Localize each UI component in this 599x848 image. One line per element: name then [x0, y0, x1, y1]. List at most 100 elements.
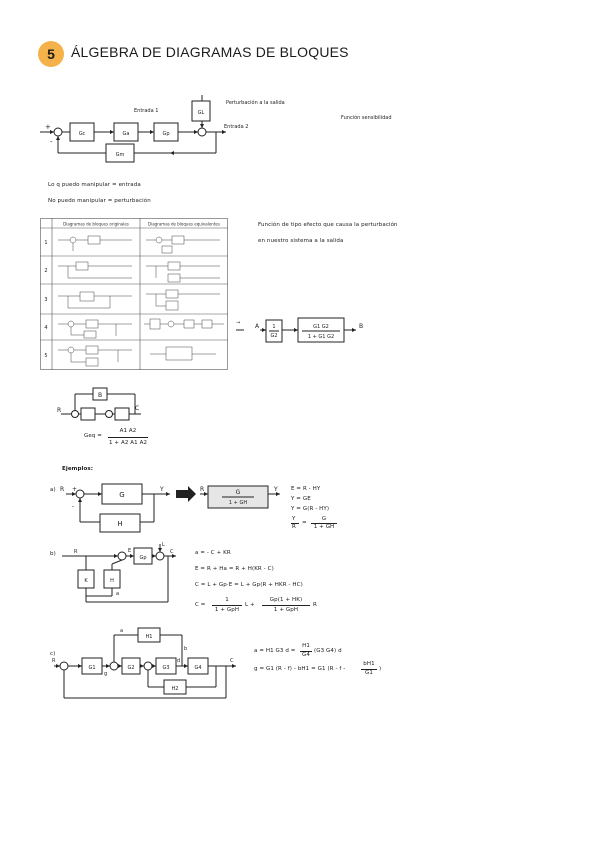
ex-b-eq4-f1-bar — [212, 605, 242, 606]
ex-b-eq4-lhs: C = — [195, 602, 206, 608]
block-gl: GL — [198, 110, 205, 116]
ex-a-block-h: H — [117, 520, 122, 528]
ex-c-eq1-num: H1 — [302, 643, 310, 649]
ex-a-eq4-rhs-num: G — [321, 516, 327, 522]
ex-a-plus: + — [72, 486, 77, 493]
table-row-4: 4 — [44, 325, 47, 331]
equivalent-block-diagram: → A 1 G2 G1 G2 1 + G1 G2 B — [236, 317, 363, 343]
ex-b-eq1: a = - C + KR — [195, 550, 231, 556]
table-row-2: 2 — [44, 268, 47, 274]
loop-example-diagram: R C B — [57, 387, 141, 421]
ex-c-block-g3: G3 — [162, 665, 169, 671]
block-gc: Gc — [79, 131, 86, 137]
ex-a-eq4-bar-lhs — [291, 523, 299, 524]
geq-denominator: 1 + A2 A1 A2 — [108, 440, 148, 446]
example-b-label: b) — [50, 551, 56, 557]
loop-input-label: R — [57, 407, 61, 414]
geq-numerator: A1 A2 — [119, 428, 137, 434]
ex-c-eq2-den: G1 — [365, 670, 373, 676]
signal-a-label: A — [255, 323, 260, 330]
section-number-badge: 5 — [38, 41, 64, 67]
ex-c-eq1-bar — [300, 651, 312, 652]
ex-a-minus: - — [72, 503, 74, 510]
ex-c-b: b — [184, 646, 187, 652]
feedback-minus-sign: - — [50, 138, 53, 146]
note-funcion-tipo: Función de tipo efecto que causa la pert… — [258, 222, 398, 228]
ex-a-block-g: G — [119, 491, 124, 499]
ex-a-input: R — [60, 486, 64, 493]
ex-b-eq4-tail: R — [313, 602, 317, 608]
block-denominator: 1 + G1 G2 — [308, 334, 334, 340]
ex-a-eq3: Y = G(R - HY) — [291, 506, 330, 512]
ex-c-a: a — [120, 628, 123, 634]
geq-lhs: Geq = — [84, 433, 102, 439]
table-row-5: 5 — [44, 353, 47, 359]
table-header-equivalent: Diagramas de bloques equivalentes — [148, 222, 220, 227]
funcion-sensibilidad-label: Función sensibilidad — [341, 114, 392, 121]
ex-b-eq4-mid: L + — [245, 602, 255, 608]
pre-block-numerator: 1 — [272, 324, 275, 330]
ex-c-block-g1: G1 — [88, 665, 95, 671]
ex-b-block-gp: Gp — [139, 555, 146, 561]
control-loop-diagram: + - Gc Ga Gp Gm GL Entrada 1 Entrada 2 P… — [40, 95, 392, 163]
ex-b-eq2: E = R + Ha = R + H(KR - C) — [195, 566, 274, 572]
loop-block-b: B — [98, 392, 102, 399]
ex-c-r: R — [52, 658, 56, 664]
ex-c-g: g — [104, 671, 107, 677]
ex-b-eq4-f2-num: Gp(1 + HK) — [269, 597, 303, 603]
example-a-diagram: R Y + - G H G 1 + GH R Y — [60, 483, 280, 533]
ex-c-block-g4: G4 — [194, 665, 201, 671]
block-numerator: G1 G2 — [313, 324, 329, 330]
ex-c-block-h2: H2 — [172, 686, 179, 692]
ex-b-eq3: C = L + Gp·E = L + Gp(R + HKR - HC) — [195, 582, 303, 588]
block-ga: Ga — [123, 131, 130, 137]
ex-c-eq1-den: G4 — [302, 652, 310, 658]
ex-c-c: C — [230, 658, 234, 664]
block-gp: Gp — [162, 131, 169, 137]
ex-b-l: L — [162, 542, 165, 548]
ex-b-eq4-f1-num: 1 — [225, 597, 229, 603]
ex-b-eq4-f2-den: 1 + GpH — [273, 607, 299, 613]
ex-a-eq4-lhs: Y — [292, 516, 296, 522]
ex-c-block-h1: H1 — [146, 634, 153, 640]
ex-c-eq2-num: bH1 — [363, 661, 375, 667]
examples-label: Ejemplos: — [62, 466, 94, 472]
ex-a-eq4-den: R — [292, 524, 296, 530]
geq-fraction-bar — [108, 437, 148, 438]
input-plus-sign: + — [45, 123, 51, 131]
ex-a-output: Y — [159, 486, 164, 493]
pre-block-denominator: G2 — [270, 333, 277, 339]
ex-a-eq4-rhs-den: 1 + GH — [313, 524, 335, 530]
ex-a-eq2: Y = GE — [291, 496, 311, 502]
example-c-label: c) — [50, 651, 56, 657]
ex-c-eq2-tail: ) — [379, 666, 382, 672]
svg-text:→: → — [236, 320, 240, 326]
section-title: ÁLGEBRA DE DIAGRAMAS DE BLOQUES — [71, 44, 349, 60]
note-entrada: Lo q puedo manipular = entrada — [48, 182, 141, 188]
ex-b-block-h: H — [110, 578, 114, 584]
entrada2-label: Entrada 2 — [224, 124, 248, 130]
table-header-original: Diagramas de bloques originales — [63, 222, 129, 227]
note-perturbacion: No puedo manipular = perturbación — [48, 198, 151, 204]
ex-b-c: C — [170, 549, 174, 555]
example-a-label: a) — [50, 487, 56, 493]
note-salida: en nuestro sistema a la salida — [258, 238, 344, 244]
ex-a-result-output: Y — [273, 486, 278, 493]
ex-a-result-input: R — [200, 486, 204, 493]
ex-b-e: E — [128, 548, 131, 554]
loop-output-label: C — [135, 405, 139, 412]
ex-a-eq4-bar-rhs — [311, 523, 337, 524]
ex-b-eq4-f1-den: 1 + GpH — [214, 607, 240, 613]
entrada1-label: Entrada 1 — [134, 108, 158, 114]
ex-b-block-k: K — [84, 578, 88, 584]
perturbacion-label: Perturbación a la salida — [226, 99, 285, 106]
ex-c-eq1-tail: (G3 G4) d — [314, 648, 342, 654]
ex-a-eq1: E = R - HY — [291, 486, 321, 492]
ex-c-d: d — [177, 658, 180, 664]
ex-c-eq1-lhs: a = H1 G3 d = — [254, 648, 296, 654]
signal-b-label: B — [359, 323, 363, 330]
ex-c-eq2-lhs: g = G1 (R - f) - bH1 = G1 (R - f - — [254, 666, 346, 672]
ex-b-r: R — [74, 549, 78, 555]
ex-b-a: a — [116, 591, 119, 597]
ex-c-eq2-bar — [361, 669, 377, 670]
